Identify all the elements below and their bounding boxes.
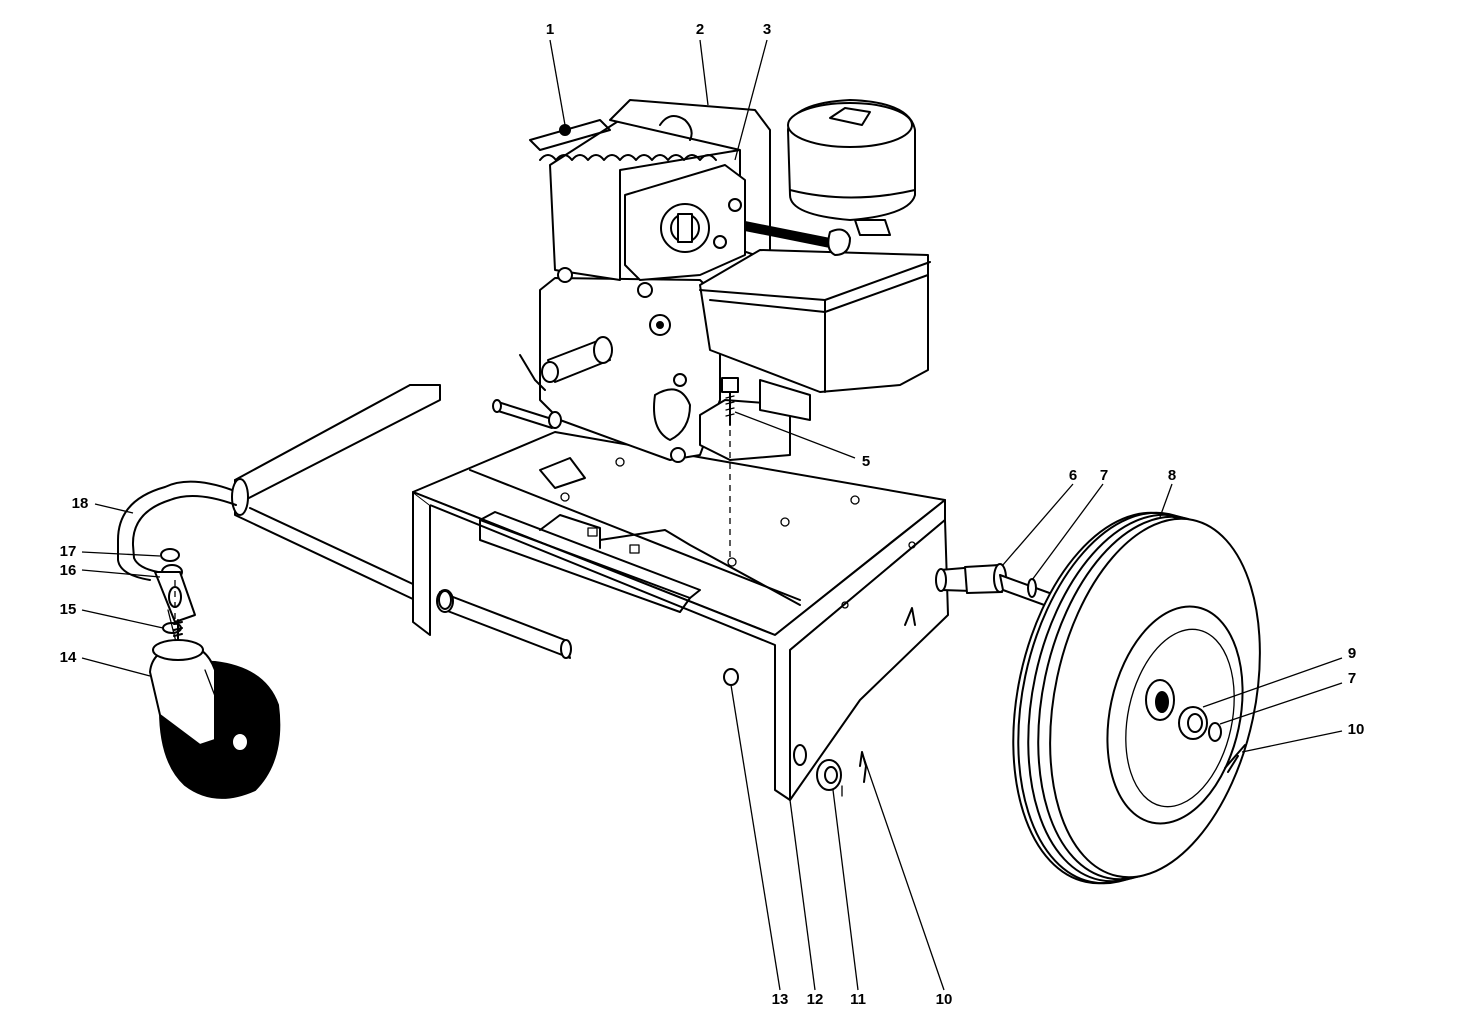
callout-12: 12	[807, 991, 824, 1008]
callout-9: 9	[1348, 645, 1356, 662]
callout-6: 6	[1069, 467, 1077, 484]
handle-bar	[117, 384, 441, 601]
callout-13: 13	[772, 991, 789, 1008]
callout-labels: 1 2 3 5 6 7 8 9 7 10 18 17 16 15 14 13 1…	[60, 21, 1365, 1008]
rear-axle	[935, 563, 1062, 611]
callout-5: 5	[862, 453, 870, 470]
caster-wheel	[149, 619, 281, 799]
callout-18: 18	[72, 495, 89, 512]
callout-17: 17	[60, 543, 77, 560]
callout-7-top: 7	[1100, 467, 1108, 484]
callout-14: 14	[60, 649, 77, 666]
callout-2: 2	[696, 21, 704, 38]
rear-wheel	[1012, 511, 1261, 885]
frame-deck	[412, 431, 949, 801]
callout-3: 3	[763, 21, 771, 38]
callout-10-right: 10	[1348, 721, 1365, 738]
engine	[492, 99, 931, 463]
callout-8: 8	[1168, 467, 1176, 484]
callout-11: 11	[850, 991, 866, 1008]
callout-7-right: 7	[1348, 670, 1356, 687]
callout-10-bottom: 10	[936, 991, 953, 1008]
axle-rod	[436, 589, 572, 659]
callout-15: 15	[60, 601, 77, 618]
leader-lines	[81, 39, 1343, 991]
callout-1: 1	[546, 21, 554, 38]
assembly-dashed-lines	[174, 430, 731, 625]
callout-16: 16	[60, 562, 77, 579]
caster-assembly	[154, 548, 196, 651]
small-parts	[723, 668, 867, 797]
